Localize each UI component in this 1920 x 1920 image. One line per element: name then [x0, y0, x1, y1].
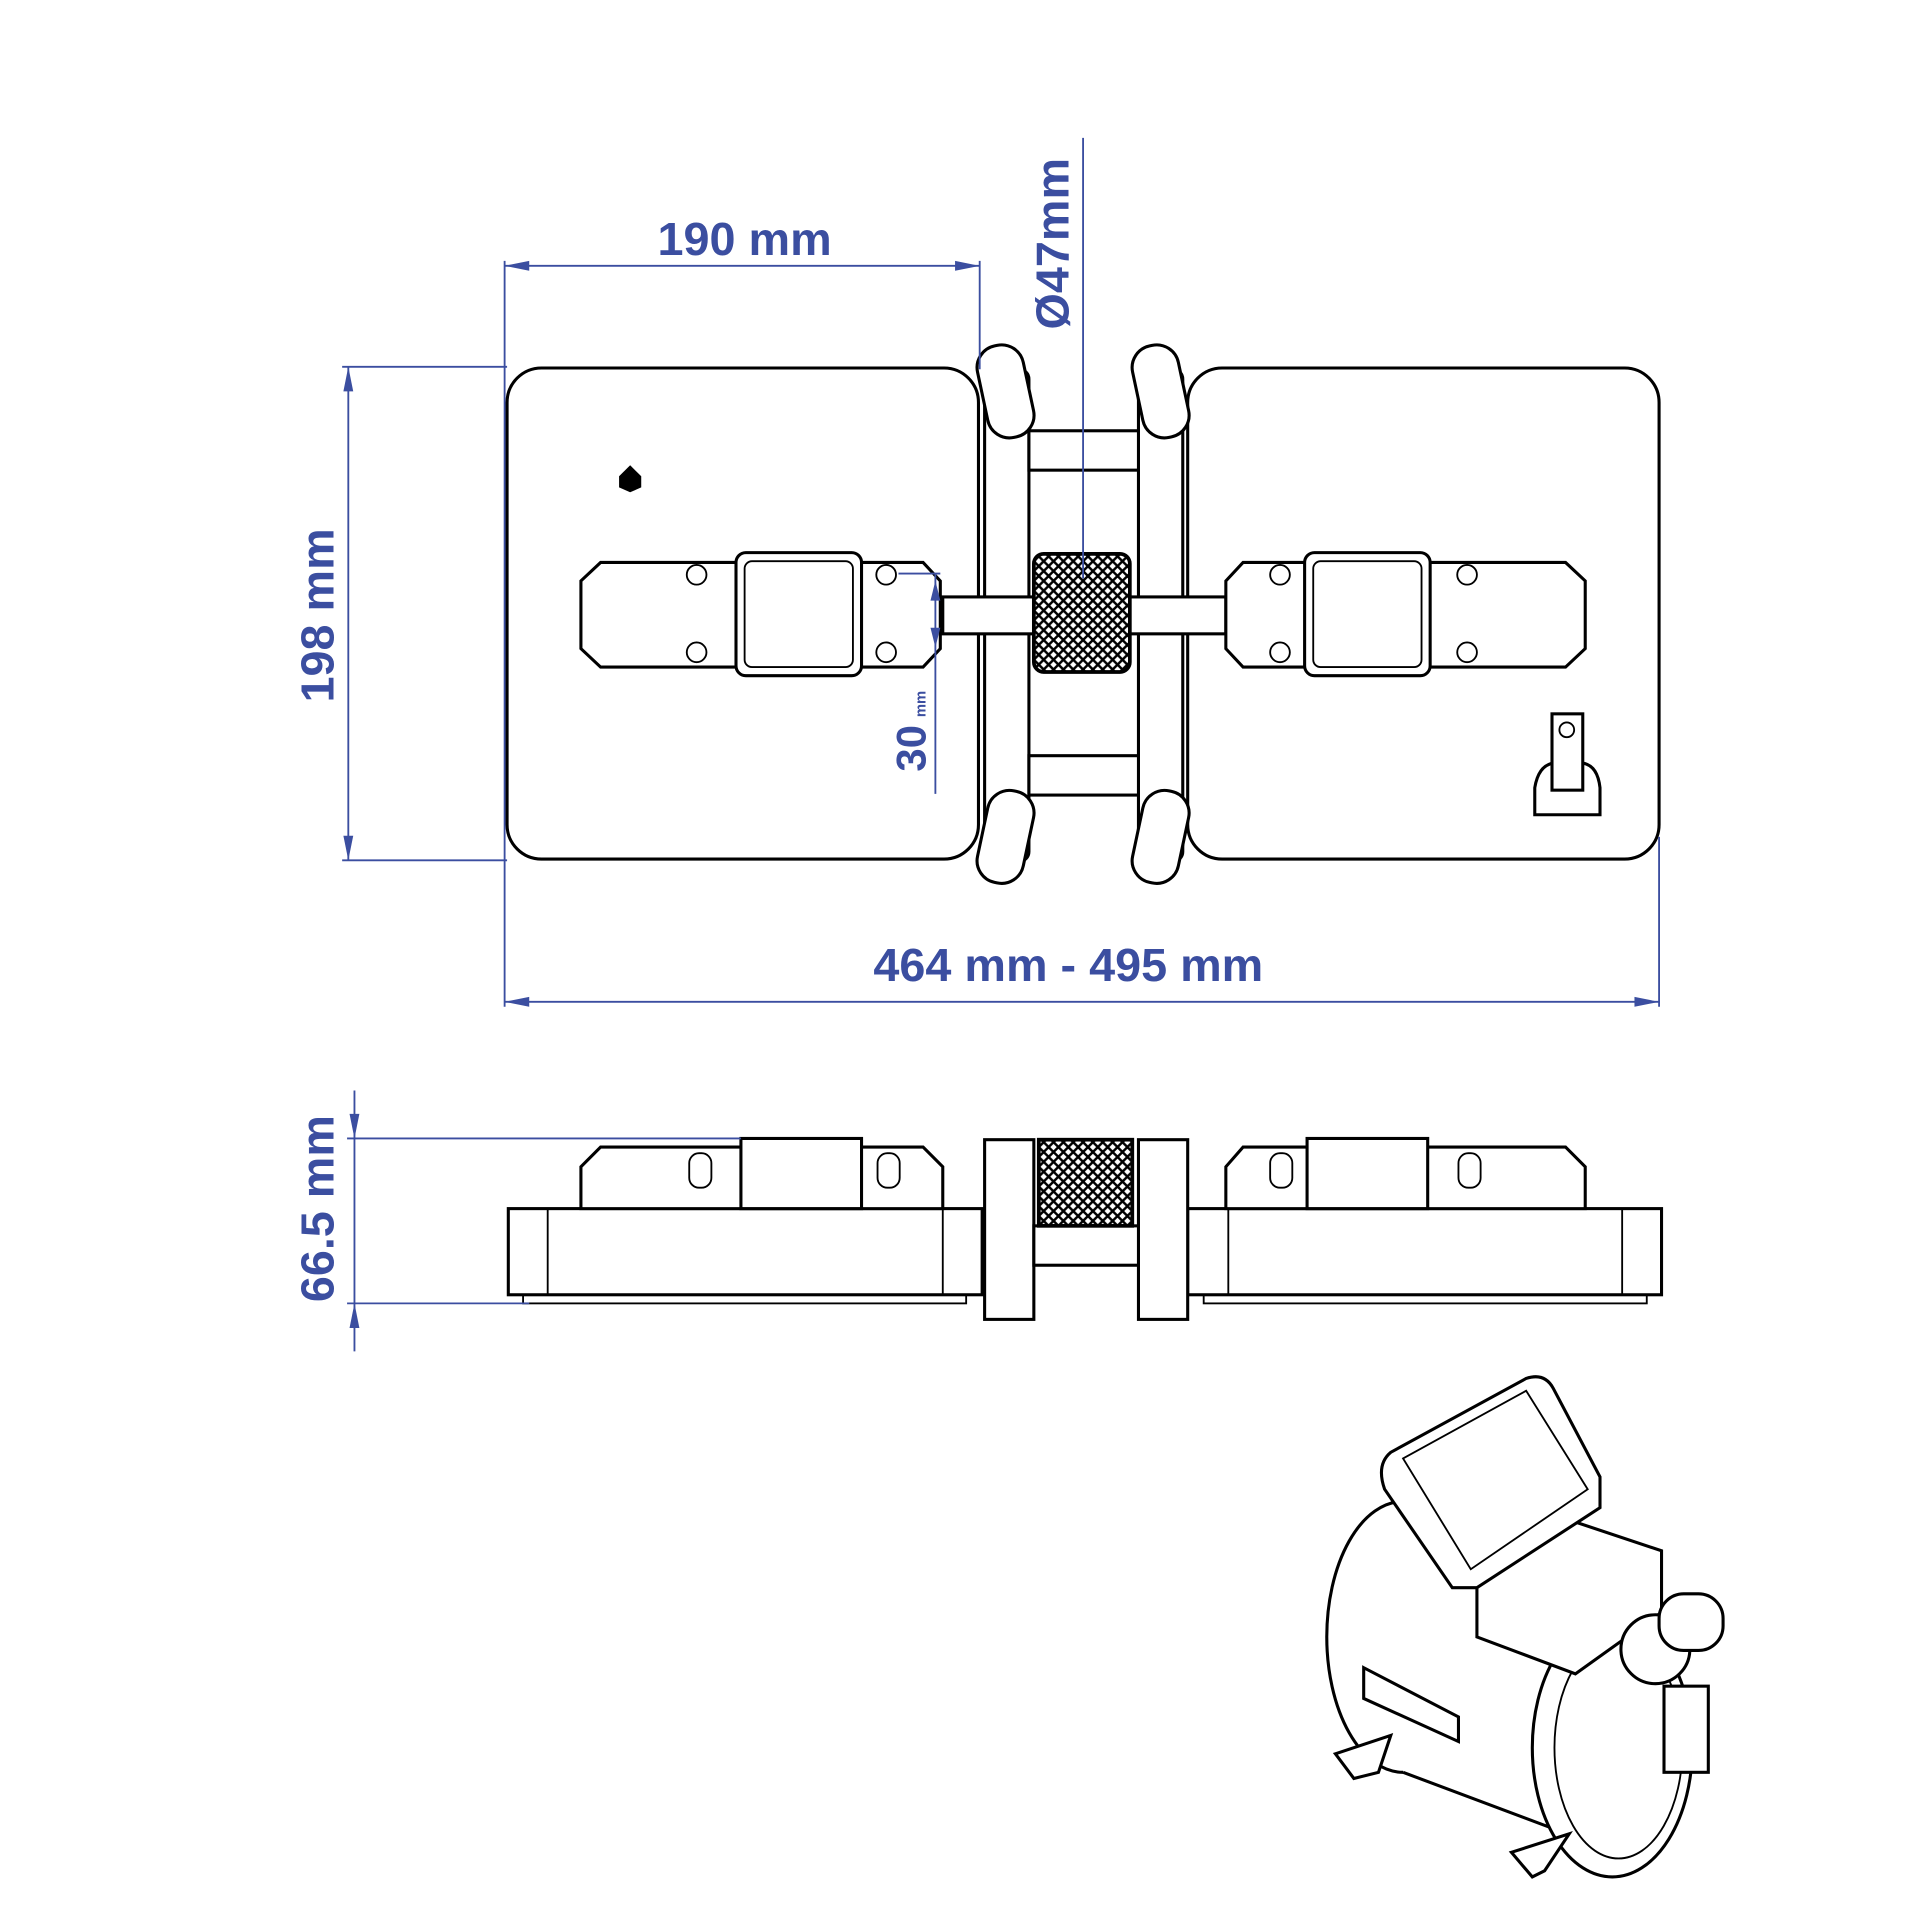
dimension-lines — [342, 137, 1660, 1352]
left-handle — [579, 551, 942, 678]
dim-width-single: 190 mm — [658, 213, 832, 265]
knurled-knob — [1032, 552, 1132, 674]
dim-height: 198 mm — [292, 528, 344, 702]
hex-bolt-icon — [619, 465, 642, 493]
top-view — [505, 343, 1661, 885]
dim-bar-offset-unit: mm — [914, 691, 930, 717]
dim-bar-offset: 30 — [888, 725, 935, 772]
right-handle — [1224, 551, 1587, 678]
dim-thickness: 66.5 mm — [292, 1115, 344, 1302]
compressor-illustration — [1325, 1375, 1725, 1879]
side-view — [506, 1136, 1664, 1321]
dim-total-width: 464 mm - 495 mm — [873, 939, 1263, 991]
dim-diameter: Ø47mm — [1026, 158, 1078, 330]
